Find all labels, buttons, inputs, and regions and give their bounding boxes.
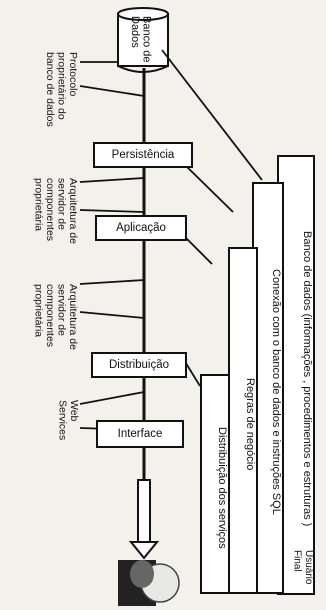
architecture-label-2: Arquitetura de servidor de componentes p…	[32, 284, 80, 350]
interface-layer: Interface	[96, 420, 184, 448]
database-label: Banco de Dados	[129, 16, 153, 63]
end-user-label: Usuário Final	[291, 550, 315, 585]
bar-business-rules: Regras de negócio	[228, 247, 258, 594]
left-brackets	[79, 61, 145, 431]
protocol-label: Protocolo proprietário do banco de dados	[44, 52, 79, 127]
application-layer: Aplicação	[95, 215, 187, 241]
user-figure-icon	[118, 560, 180, 606]
down-arrow-icon	[128, 479, 160, 560]
web-services-label: Web Services	[56, 400, 81, 441]
persistence-layer: Persistência	[93, 142, 193, 168]
architecture-label-1: Arquitetura de servidor de componentes p…	[32, 178, 80, 244]
bar-service-distribution: Distribuição dos serviços	[200, 374, 230, 594]
database-cylinder-icon	[117, 7, 169, 73]
distribution-layer: Distribuição	[91, 352, 187, 378]
